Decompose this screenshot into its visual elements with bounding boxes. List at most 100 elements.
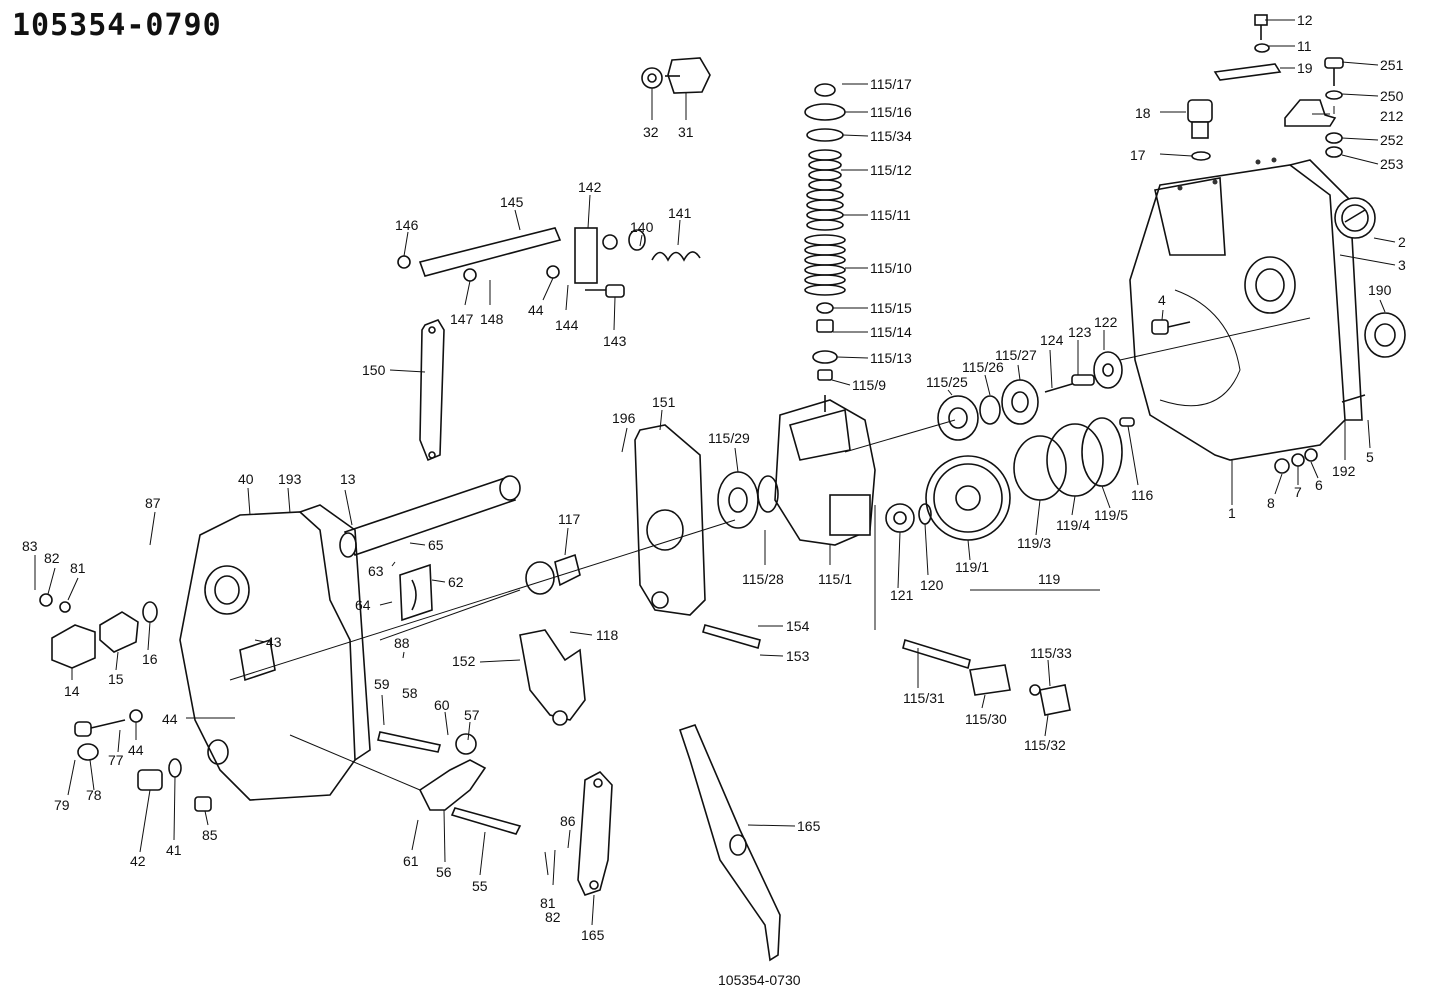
part-label-88: 88 bbox=[394, 635, 410, 651]
part-label-44-mid: 44 bbox=[162, 711, 178, 727]
part-label-43: 43 bbox=[266, 634, 282, 650]
part-label-12: 12 bbox=[1297, 12, 1313, 28]
part-label-42: 42 bbox=[130, 853, 146, 869]
key-116 bbox=[1119, 417, 1135, 427]
part-label-150: 150 bbox=[362, 362, 386, 378]
governor-housing bbox=[1129, 157, 1363, 461]
part-label-13: 13 bbox=[340, 471, 356, 487]
part-label-115-31: 115/31 bbox=[903, 690, 945, 706]
part-label-115-32: 115/32 bbox=[1024, 737, 1066, 753]
pin-153-154 bbox=[702, 624, 761, 650]
part-label-115-25: 115/25 bbox=[926, 374, 968, 390]
part-label-18: 18 bbox=[1135, 105, 1151, 121]
nut-121-washer-120 bbox=[885, 503, 932, 533]
part-label-119-4: 119/4 bbox=[1056, 517, 1090, 533]
part-label-62: 62 bbox=[448, 574, 464, 590]
part-label-115-14: 115/14 bbox=[870, 324, 912, 340]
part-label-119: 119 bbox=[1038, 571, 1061, 587]
part-label-32: 32 bbox=[643, 124, 659, 140]
part-label-251: 251 bbox=[1380, 57, 1404, 73]
part-label-59: 59 bbox=[374, 676, 390, 692]
part-labels: 12 11 19 251 250 212 252 253 18 17 2 3 1… bbox=[22, 12, 1406, 943]
part-label-115-26: 115/26 bbox=[962, 359, 1004, 375]
part-label-141: 141 bbox=[668, 205, 692, 221]
part-label-145: 145 bbox=[500, 194, 524, 210]
part-label-57: 57 bbox=[464, 707, 480, 723]
part-label-115-29: 115/29 bbox=[708, 430, 750, 446]
bearing-115-26-27 bbox=[979, 379, 1039, 425]
part-label-44-top: 44 bbox=[528, 302, 544, 318]
part-label-6: 6 bbox=[1315, 477, 1323, 493]
lever-165-long bbox=[678, 724, 781, 962]
lever-150 bbox=[419, 319, 445, 462]
part-label-14: 14 bbox=[64, 683, 80, 699]
part-label-55: 55 bbox=[472, 878, 488, 894]
part-label-190: 190 bbox=[1368, 282, 1392, 298]
part-label-123: 123 bbox=[1068, 324, 1092, 340]
part-label-196: 196 bbox=[612, 410, 636, 426]
diagram-title: 105354-0790 bbox=[12, 8, 222, 43]
pin-124-123-cap-122 bbox=[1044, 351, 1123, 393]
part-label-121: 121 bbox=[890, 587, 914, 603]
part-label-81-bottom: 81 bbox=[540, 895, 556, 911]
control-rod-115-31 bbox=[902, 638, 1071, 716]
part-label-40: 40 bbox=[238, 471, 254, 487]
part-label-143: 143 bbox=[603, 333, 627, 349]
top-bracket-parts bbox=[1213, 14, 1344, 158]
bearing-115-29 bbox=[717, 471, 779, 529]
part-label-82-bottom: 82 bbox=[545, 909, 561, 925]
part-label-151: 151 bbox=[652, 394, 676, 410]
part-label-58: 58 bbox=[402, 685, 418, 701]
part-label-252: 252 bbox=[1380, 132, 1404, 148]
part-label-115-11: 115/11 bbox=[870, 207, 911, 223]
part-label-115-28: 115/28 bbox=[742, 571, 784, 587]
part-label-115-34: 115/34 bbox=[870, 128, 912, 144]
part-label-2: 2 bbox=[1398, 234, 1406, 250]
part-label-144: 144 bbox=[555, 317, 579, 333]
part-label-65: 65 bbox=[428, 537, 444, 553]
part-label-146: 146 bbox=[395, 217, 419, 233]
part-label-116: 116 bbox=[1131, 487, 1154, 503]
part-label-115-1: 115/1 bbox=[818, 571, 852, 587]
part-label-64: 64 bbox=[355, 597, 371, 613]
part-label-78: 78 bbox=[86, 787, 102, 803]
part-label-1: 1 bbox=[1228, 505, 1236, 521]
part-label-192: 192 bbox=[1332, 463, 1356, 479]
gear-119-3-4-5 bbox=[1013, 417, 1123, 501]
part-label-7: 7 bbox=[1294, 484, 1302, 500]
part-label-154: 154 bbox=[786, 618, 810, 634]
part-label-120: 120 bbox=[920, 577, 944, 593]
lever-56-shaft-55 bbox=[377, 731, 522, 835]
assembly-axis-lines bbox=[229, 317, 1311, 791]
sleeve-117 bbox=[525, 553, 581, 595]
part-label-41: 41 bbox=[166, 842, 182, 858]
footer-reference-number: 105354-0730 bbox=[718, 972, 801, 988]
part-label-119-1: 119/1 bbox=[955, 559, 989, 575]
part-label-165-small: 165 bbox=[581, 927, 605, 943]
governor-cover-40 bbox=[179, 504, 371, 801]
nut-31-washer-32 bbox=[641, 57, 711, 94]
part-label-44-low: 44 bbox=[128, 742, 144, 758]
part-label-87: 87 bbox=[145, 495, 161, 511]
part-label-212: 212 bbox=[1380, 108, 1404, 124]
part-label-115-10: 115/10 bbox=[870, 260, 912, 276]
screw-77-79-78 bbox=[74, 709, 143, 761]
part-label-153: 153 bbox=[786, 648, 810, 664]
part-label-115-15: 115/15 bbox=[870, 300, 912, 316]
part-label-16: 16 bbox=[142, 651, 158, 667]
part-label-115-9: 115/9 bbox=[852, 377, 886, 393]
lever-support-151 bbox=[634, 424, 706, 616]
filler-plug bbox=[1334, 197, 1376, 239]
part-label-117: 117 bbox=[558, 511, 581, 527]
fork-lever-152 bbox=[519, 629, 586, 726]
part-label-3: 3 bbox=[1398, 257, 1406, 273]
link-145-assembly bbox=[397, 227, 701, 298]
plug-14-and-parts bbox=[39, 593, 158, 669]
part-label-115-27: 115/27 bbox=[995, 347, 1037, 363]
part-label-119-3: 119/3 bbox=[1017, 535, 1051, 551]
spring-stack-115 bbox=[804, 83, 846, 381]
part-label-115-12: 115/12 bbox=[870, 162, 912, 178]
part-label-115-16: 115/16 bbox=[870, 104, 912, 120]
part-label-85: 85 bbox=[202, 827, 218, 843]
